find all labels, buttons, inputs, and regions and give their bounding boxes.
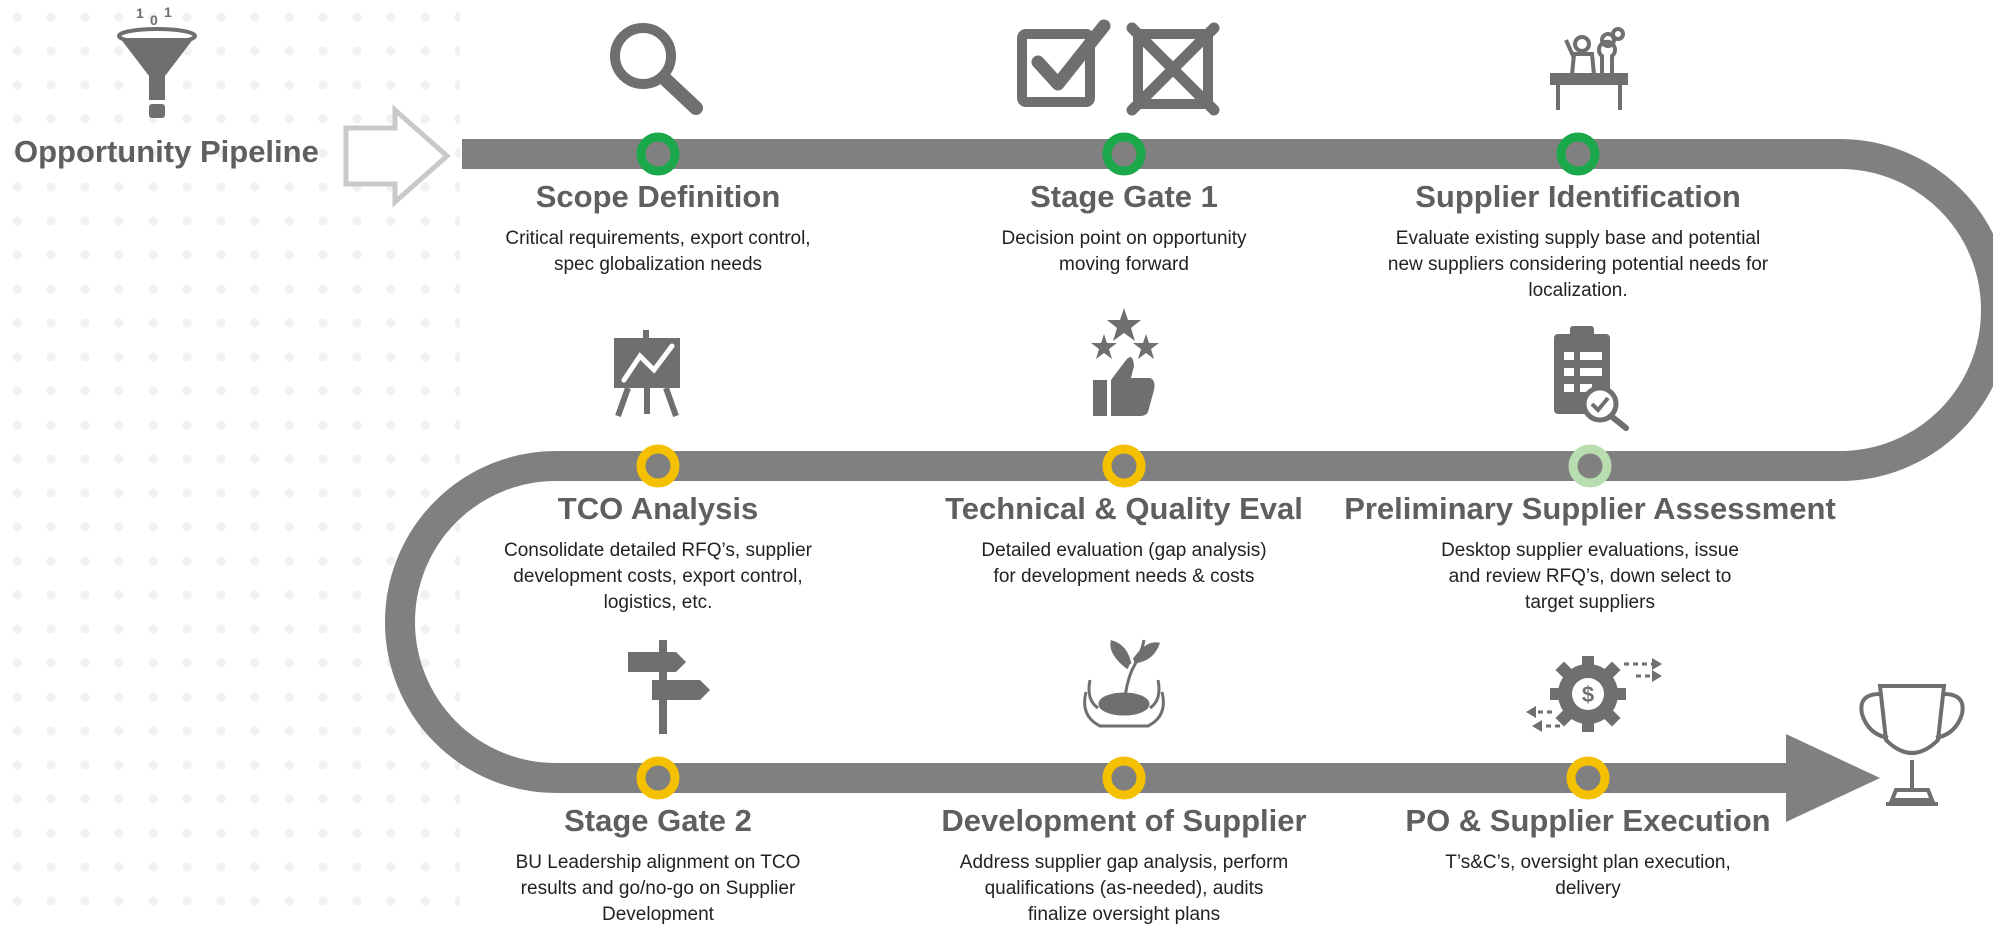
track-row-1 [385, 139, 1993, 793]
step-description: T’s&C’s, oversight plan execution, delive… [1445, 850, 1731, 902]
status-marker [1566, 756, 1610, 800]
step-title: Development of Supplier [941, 803, 1307, 838]
status-marker [636, 756, 680, 800]
magnifier-icon [610, 23, 703, 115]
step-title: Technical & Quality Eval [945, 491, 1303, 526]
plant-hands-icon [1083, 639, 1165, 728]
step-description-line: Consolidate detailed RFQ’s, supplier [503, 540, 813, 561]
step-description-line: new suppliers considering potential need… [1387, 254, 1769, 275]
step-description-line: finalize oversight plans [1027, 904, 1221, 925]
step-title: TCO Analysis [557, 491, 759, 526]
signpost-icon [628, 640, 710, 734]
step-description-line: Evaluate existing supply base and potent… [1395, 228, 1761, 249]
step-description-line: qualifications (as-needed), audits [984, 878, 1264, 899]
step-description: Address supplier gap analysis, perform qu… [960, 850, 1288, 928]
step-description-line: moving forward [1059, 254, 1189, 275]
status-marker [1568, 444, 1612, 488]
step-description-line: Critical requirements, export control, [505, 228, 811, 249]
step-description-line: development costs, export control, [513, 566, 803, 587]
status-marker [1102, 132, 1146, 176]
step-description-line: logistics, etc. [603, 592, 713, 613]
step-title: Stage Gate 2 [564, 803, 752, 838]
step-description: Consolidate detailed RFQ’s, supplier deve… [504, 538, 812, 616]
step-description: Decision point on opportunity moving forw… [1001, 226, 1246, 278]
trophy-icon [1859, 684, 1965, 806]
step-description-line: BU Leadership alignment on TCO [515, 852, 801, 873]
step-description-line: Address supplier gap analysis, perform [959, 852, 1289, 873]
track-arrowhead [1786, 734, 1880, 822]
step-description: Evaluate existing supply base and potent… [1388, 226, 1768, 304]
step-description-line: Desktop supplier evaluations, issue [1441, 540, 1739, 561]
step-description-line: delivery [1555, 878, 1621, 899]
thumbs-up-stars-icon [1091, 308, 1159, 416]
svg-text:1: 1 [164, 4, 172, 20]
step-description-line: Development [602, 904, 714, 925]
step-title: Supplier Identification [1415, 179, 1741, 214]
step-description: Desktop supplier evaluations, issue and r… [1441, 538, 1739, 616]
clipboard-check-icon [1554, 326, 1629, 431]
step-description-line: for development needs & costs [993, 566, 1255, 587]
svg-text:0: 0 [150, 12, 158, 28]
svg-text:$: $ [1582, 682, 1594, 707]
svg-text:1: 1 [136, 5, 144, 21]
status-marker [1102, 444, 1146, 488]
step-description-line: and review RFQ’s, down select to [1448, 566, 1732, 587]
step-title: Stage Gate 1 [1030, 179, 1218, 214]
step-description-line: spec globalization needs [553, 254, 763, 275]
status-marker [1556, 132, 1600, 176]
step-description: Critical requirements, export control, sp… [505, 226, 810, 278]
gear-dollar-icon: $ [1526, 656, 1662, 732]
scientist-icon [1550, 27, 1628, 110]
step-description-line: target suppliers [1525, 592, 1655, 613]
step-title: Preliminary Supplier Assessment [1344, 491, 1836, 526]
step-description-line: results and go/no-go on Supplier [520, 878, 796, 899]
step-description-line: localization. [1528, 280, 1628, 301]
arrow-outline-icon [343, 104, 451, 208]
step-description: BU Leadership alignment on TCO results an… [516, 850, 801, 928]
step-description-line: T’s&C’s, oversight plan execution, [1445, 852, 1731, 873]
funnel-icon: 1 0 1 [117, 4, 197, 118]
status-marker [1102, 756, 1146, 800]
status-marker [636, 132, 680, 176]
start-label: Opportunity Pipeline [14, 134, 319, 169]
step-description: Detailed evaluation (gap analysis) for de… [981, 538, 1266, 590]
step-title: PO & Supplier Execution [1405, 803, 1771, 838]
step-description-line: Decision point on opportunity [1001, 228, 1247, 249]
status-marker [636, 444, 680, 488]
step-description-line: Detailed evaluation (gap analysis) [981, 540, 1267, 561]
step-title: Scope Definition [535, 179, 781, 214]
checkbox-icons [1017, 19, 1220, 116]
easel-chart-icon [614, 330, 680, 418]
